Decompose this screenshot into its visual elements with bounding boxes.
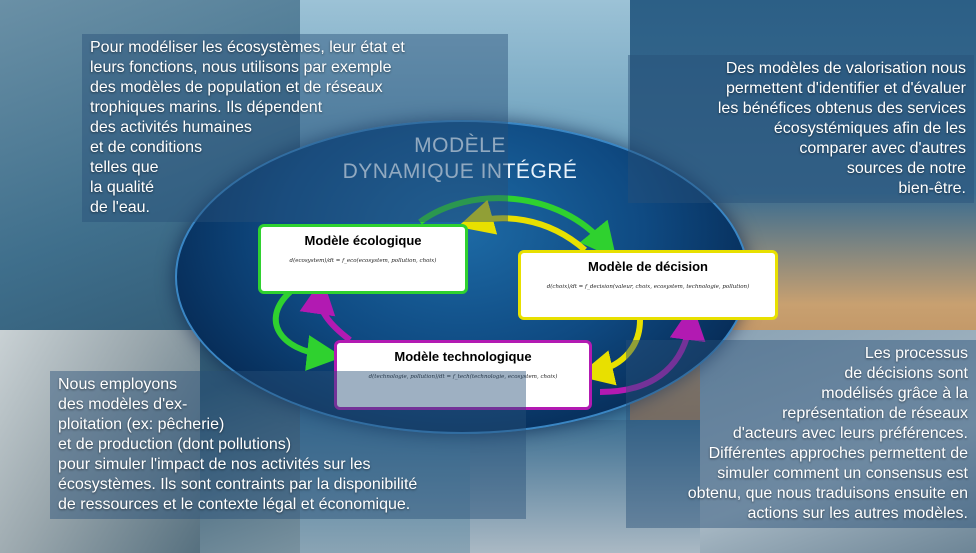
decision-model-equation: d(choix)/dt = f_decision(valeur, choix, …: [546, 284, 750, 290]
text-line: et de production (dont pollutions): [58, 436, 292, 453]
background-network: [700, 330, 976, 553]
text-line: modélisés grâce à la: [821, 385, 968, 402]
text-line: d'acteurs avec leurs préférences.: [732, 425, 968, 442]
text-line: les bénéfices obtenus des services: [717, 100, 966, 117]
text-line: de décisions sont: [844, 365, 968, 382]
arrow-decision-to-eco: [457, 199, 587, 253]
text-line: bien-être.: [898, 180, 966, 197]
arrow-eco-to-tech: [272, 289, 343, 371]
text-line: sources de notre: [846, 160, 966, 177]
ecological-model-title: Modèle écologique: [304, 233, 422, 248]
decision-model-box: Modèle de décision d(choix)/dt = f_decis…: [518, 250, 778, 320]
text-line: des activités humaines: [90, 119, 252, 136]
text-line: Différentes approches permettent de: [708, 445, 968, 462]
technological-model-equation: d(technologie, pollution)/dt = f_tech(te…: [368, 374, 558, 380]
text-line: des modèles d'ex-: [58, 396, 188, 413]
decision-model-title: Modèle de décision: [588, 259, 708, 274]
text-line: représentation de réseaux: [782, 405, 968, 422]
title-line-2: DYNAMIQUE INTÉGRÉ: [342, 160, 578, 183]
background-world-map: [470, 420, 700, 553]
text-line: permettent d'identifier et d'évaluer: [725, 80, 966, 97]
text-line: ploitation (ex: pêcherie): [58, 416, 225, 433]
text-line: pour simuler l'impact de nos activités s…: [58, 456, 371, 473]
text-line: des modèles de population et de réseaux: [90, 79, 383, 96]
text-line: de l'eau.: [90, 199, 150, 216]
ecological-model-box: Modèle écologique d(ecosystem)/dt = f_ec…: [258, 224, 468, 294]
text-line: actions sur les autres modèles.: [747, 505, 968, 522]
text-line: trophiques marins. Ils dépendent: [90, 99, 323, 116]
decision-process-description: Les processus de décisions sont modélisé…: [626, 340, 976, 528]
ecological-model-equation: d(ecosystem)/dt = f_eco(ecosystem, pollu…: [289, 258, 437, 264]
text-line: et de conditions: [90, 139, 203, 156]
title-line-1: MODÈLE: [414, 134, 506, 157]
text-line: la qualité: [90, 179, 155, 196]
valuation-description: Des modèles de valorisation nous permett…: [628, 55, 974, 203]
technological-model-box: Modèle technologique d(technologie, poll…: [334, 340, 592, 410]
text-line: leurs fonctions, nous utilisons par exem…: [90, 59, 392, 76]
ecosystem-description: Pour modéliser les écosystèmes, leur éta…: [82, 34, 508, 222]
technological-model-title: Modèle technologique: [394, 349, 532, 364]
diagram-title: MODÈLE DYNAMIQUE INTÉGRÉ: [310, 133, 610, 185]
arrow-tech-to-decision: [599, 304, 706, 395]
text-line: écosystèmes. Ils sont contraints par la …: [58, 476, 418, 493]
text-line: de ressources et le contexte légal et éc…: [58, 496, 411, 513]
exploitation-description: Nous employons des modèles d'ex- ploitat…: [50, 371, 526, 519]
text-line: écosystémiques afin de les: [773, 120, 966, 137]
arrow-decision-to-tech: [577, 319, 643, 386]
text-line: telles que: [90, 159, 159, 176]
arrow-eco-to-decision: [418, 195, 617, 259]
text-line: Pour modéliser les écosystèmes, leur éta…: [90, 39, 405, 56]
text-line: Nous employons: [58, 376, 178, 393]
background-sailboat: [0, 330, 200, 553]
text-line: obtenu, que nous traduisons ensuite en: [687, 485, 968, 502]
arrow-tech-to-eco: [299, 278, 352, 343]
text-line: Les processus: [864, 345, 968, 362]
text-line: simuler comment un consensus est: [717, 465, 968, 482]
text-line: Des modèles de valorisation nous: [725, 60, 966, 77]
text-line: comparer avec d'autres: [799, 140, 966, 157]
